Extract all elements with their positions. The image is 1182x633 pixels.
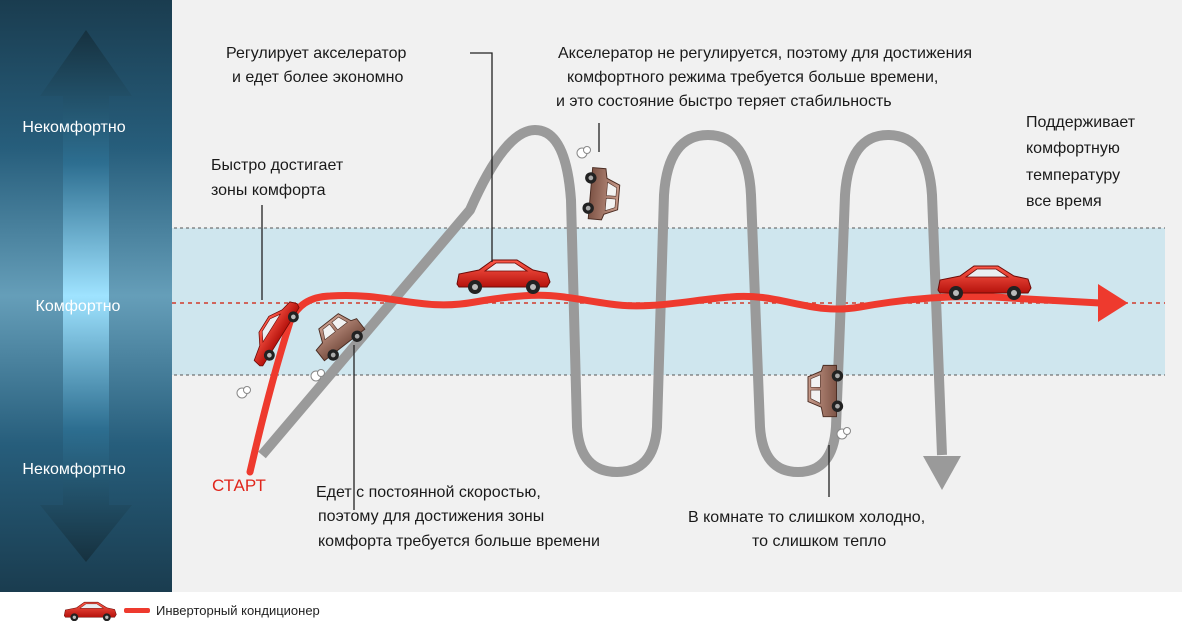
- scale-label-bottom: Некомфортно: [22, 461, 125, 478]
- scale-double-arrow: [40, 30, 132, 562]
- annotation-fast-line1: Быстро достигает: [211, 157, 344, 174]
- legend: Инверторный кондиционер: [62, 597, 320, 623]
- leader-line-throttle: [470, 52, 493, 262]
- annotation-maintain-line3: температуру: [1026, 167, 1120, 184]
- annotation-throttle-line1: Регулирует акселератор: [226, 45, 406, 62]
- legend-inverter-label: Инверторный кондиционер: [156, 602, 320, 618]
- conventional-ac-line: [258, 125, 947, 477]
- annotation-noreg-line2: комфортного режима требуется больше врем…: [567, 69, 938, 86]
- scale-label-top: Некомфортно: [22, 119, 125, 136]
- annotation-constant-line3: комфорта требуется больше времени: [318, 533, 600, 550]
- annotation-room-line2: то слишком тепло: [752, 533, 886, 550]
- annotation-noreg-line1: Акселератор не регулируется, поэтому для…: [558, 45, 972, 62]
- annotation-constant-line1: Едет с постоянной скоростью,: [316, 484, 541, 501]
- inverter-ac-arrowhead: [1098, 284, 1128, 322]
- annotation-constant-line2: поэтому для достижения зоны: [318, 508, 544, 525]
- legend-line-swatch: [124, 607, 150, 613]
- annotation-maintain-line2: комфортную: [1026, 140, 1120, 157]
- annotation-maintain-line1: Поддерживает: [1026, 114, 1136, 131]
- conventional-ac-arrowhead: [923, 456, 961, 490]
- annotation-fast-line2: зоны комфорта: [211, 182, 326, 199]
- legend-car-icon: [63, 601, 117, 621]
- annotation-maintain-line4: все время: [1026, 193, 1102, 210]
- annotation-room-line1: В комнате то слишком холодно,: [688, 509, 925, 526]
- start-label: СТАРТ: [212, 476, 266, 495]
- annotation-noreg-line3: и это состояние быстро теряет стабильнос…: [556, 93, 892, 110]
- scale-label-middle: Комфортно: [36, 298, 121, 315]
- annotation-throttle-line2: и едет более экономно: [232, 69, 404, 86]
